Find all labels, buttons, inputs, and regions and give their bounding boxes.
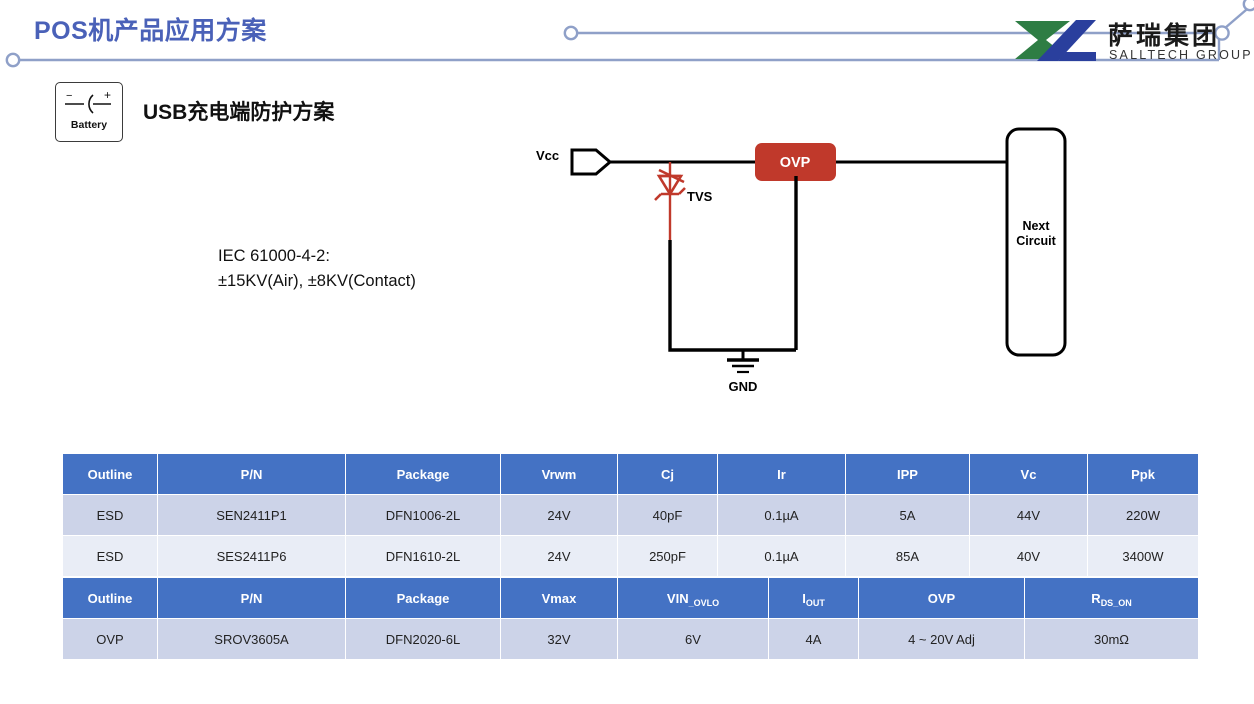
table-cell-4: 250pF xyxy=(617,535,718,577)
brand-logo: 萨瑞集团 SALLTECH GROUP xyxy=(1012,16,1251,66)
logo-blue-stripe xyxy=(1037,20,1096,61)
ovp-block xyxy=(755,143,836,181)
next-circuit-label-line1: Next xyxy=(1022,219,1050,233)
table-cell-0: OVP xyxy=(62,618,158,660)
table-cell-6: 4 ~ 20V Adj xyxy=(858,618,1025,660)
table-header-cell-0: Outline xyxy=(62,577,158,619)
table-cell-8: 3400W xyxy=(1087,535,1199,577)
deco-node-left xyxy=(5,52,21,68)
battery-icon: − + xyxy=(65,88,111,114)
table-header-cell-7: Vc xyxy=(969,453,1088,495)
table-header-cell-6: OVP xyxy=(858,577,1025,619)
table-header-cell-7: RDS_ON xyxy=(1024,577,1199,619)
table-header-cell-8: Ppk xyxy=(1087,453,1199,495)
table-cell-5: 0.1µA xyxy=(717,494,846,536)
ground-icon xyxy=(727,350,759,374)
table-cell-3: 24V xyxy=(500,535,618,577)
table-header-cell-6: IPP xyxy=(845,453,970,495)
svg-text:+: + xyxy=(104,88,111,102)
section-title-latin: USB xyxy=(143,101,188,124)
logo-blue-bar xyxy=(1058,52,1096,61)
table-header-cell-1: P/N xyxy=(157,453,346,495)
deco-node-corner xyxy=(1242,0,1254,12)
spec-note-line2: ±15KV(Air), ±8KV(Contact) xyxy=(218,272,416,290)
deco-node-right xyxy=(1214,25,1230,41)
spec-note-line1: IEC 61000-4-2: xyxy=(218,247,330,265)
ovp-block-label: OVP xyxy=(780,155,811,171)
table-cell-7: 40V xyxy=(969,535,1088,577)
table-header-cell-5: Ir xyxy=(717,453,846,495)
table-cell-5: 4A xyxy=(768,618,859,660)
battery-badge: − + Battery xyxy=(55,82,123,142)
table-header-cell-4: VIN_OVLO xyxy=(617,577,769,619)
tvs-diode-icon xyxy=(654,168,686,201)
table-header-cell-2: Package xyxy=(345,577,501,619)
table-cell-1: SES2411P6 xyxy=(157,535,346,577)
section-title: USB充电端防护方案 xyxy=(143,96,334,126)
circuit-diagram: Vcc TVS OVP GND Next Circuit xyxy=(536,127,1067,394)
deco-node-mid xyxy=(563,25,579,41)
header-subscript: DS_ON xyxy=(1100,597,1132,608)
table-cell-0: ESD xyxy=(62,494,158,536)
header-decoration xyxy=(5,0,1254,68)
salltech-logo-icon xyxy=(1015,20,1096,61)
table-cell-7: 30mΩ xyxy=(1024,618,1199,660)
next-circuit-block xyxy=(1005,127,1067,357)
logo-name-cn: 萨瑞集团 xyxy=(1108,21,1221,50)
page-title: POS机产品应用方案 xyxy=(34,17,267,45)
table-cell-1: SROV3605A xyxy=(157,618,346,660)
wire-tvs-to-gnd xyxy=(668,240,796,352)
table-cell-4: 6V xyxy=(617,618,769,660)
gnd-label: GND xyxy=(729,379,758,394)
section-title-cn: 充电端防护方案 xyxy=(187,99,335,124)
table-cell-2: DFN1006-2L xyxy=(345,494,501,536)
table-cell-3: 24V xyxy=(500,494,618,536)
vcc-label: Vcc xyxy=(536,148,559,163)
table-cell-3: 32V xyxy=(500,618,618,660)
spec-note: IEC 61000-4-2: ±15KV(Air), ±8KV(Contact) xyxy=(218,244,416,294)
table-header-cell-1: P/N xyxy=(157,577,346,619)
header-subscript: _OVLO xyxy=(688,597,720,608)
table-header-cell-5: IOUT xyxy=(768,577,859,619)
table-header-cell-0: Outline xyxy=(62,453,158,495)
table-cell-8: 220W xyxy=(1087,494,1199,536)
header-subscript: OUT xyxy=(805,597,825,608)
next-circuit-label-line2: Circuit xyxy=(1016,234,1056,248)
table-header-cell-2: Package xyxy=(345,453,501,495)
table-cell-0: ESD xyxy=(62,535,158,577)
battery-label: Battery xyxy=(70,119,108,131)
table-cell-5: 0.1µA xyxy=(717,535,846,577)
table-header-cell-3: Vrwm xyxy=(500,453,618,495)
vcc-connector-icon xyxy=(570,148,613,176)
table-header-cell-4: Cj xyxy=(617,453,718,495)
logo-name-en: SALLTECH GROUP xyxy=(1109,48,1253,62)
table-cell-2: DFN1610-2L xyxy=(345,535,501,577)
table-cell-4: 40pF xyxy=(617,494,718,536)
table-cell-6: 5A xyxy=(845,494,970,536)
table-cell-1: SEN2411P1 xyxy=(157,494,346,536)
table-cell-6: 85A xyxy=(845,535,970,577)
svg-text:−: − xyxy=(66,90,72,102)
table-cell-2: DFN2020-6L xyxy=(345,618,501,660)
tvs-label: TVS xyxy=(687,189,713,204)
table-header-cell-3: Vmax xyxy=(500,577,618,619)
table-cell-7: 44V xyxy=(969,494,1088,536)
